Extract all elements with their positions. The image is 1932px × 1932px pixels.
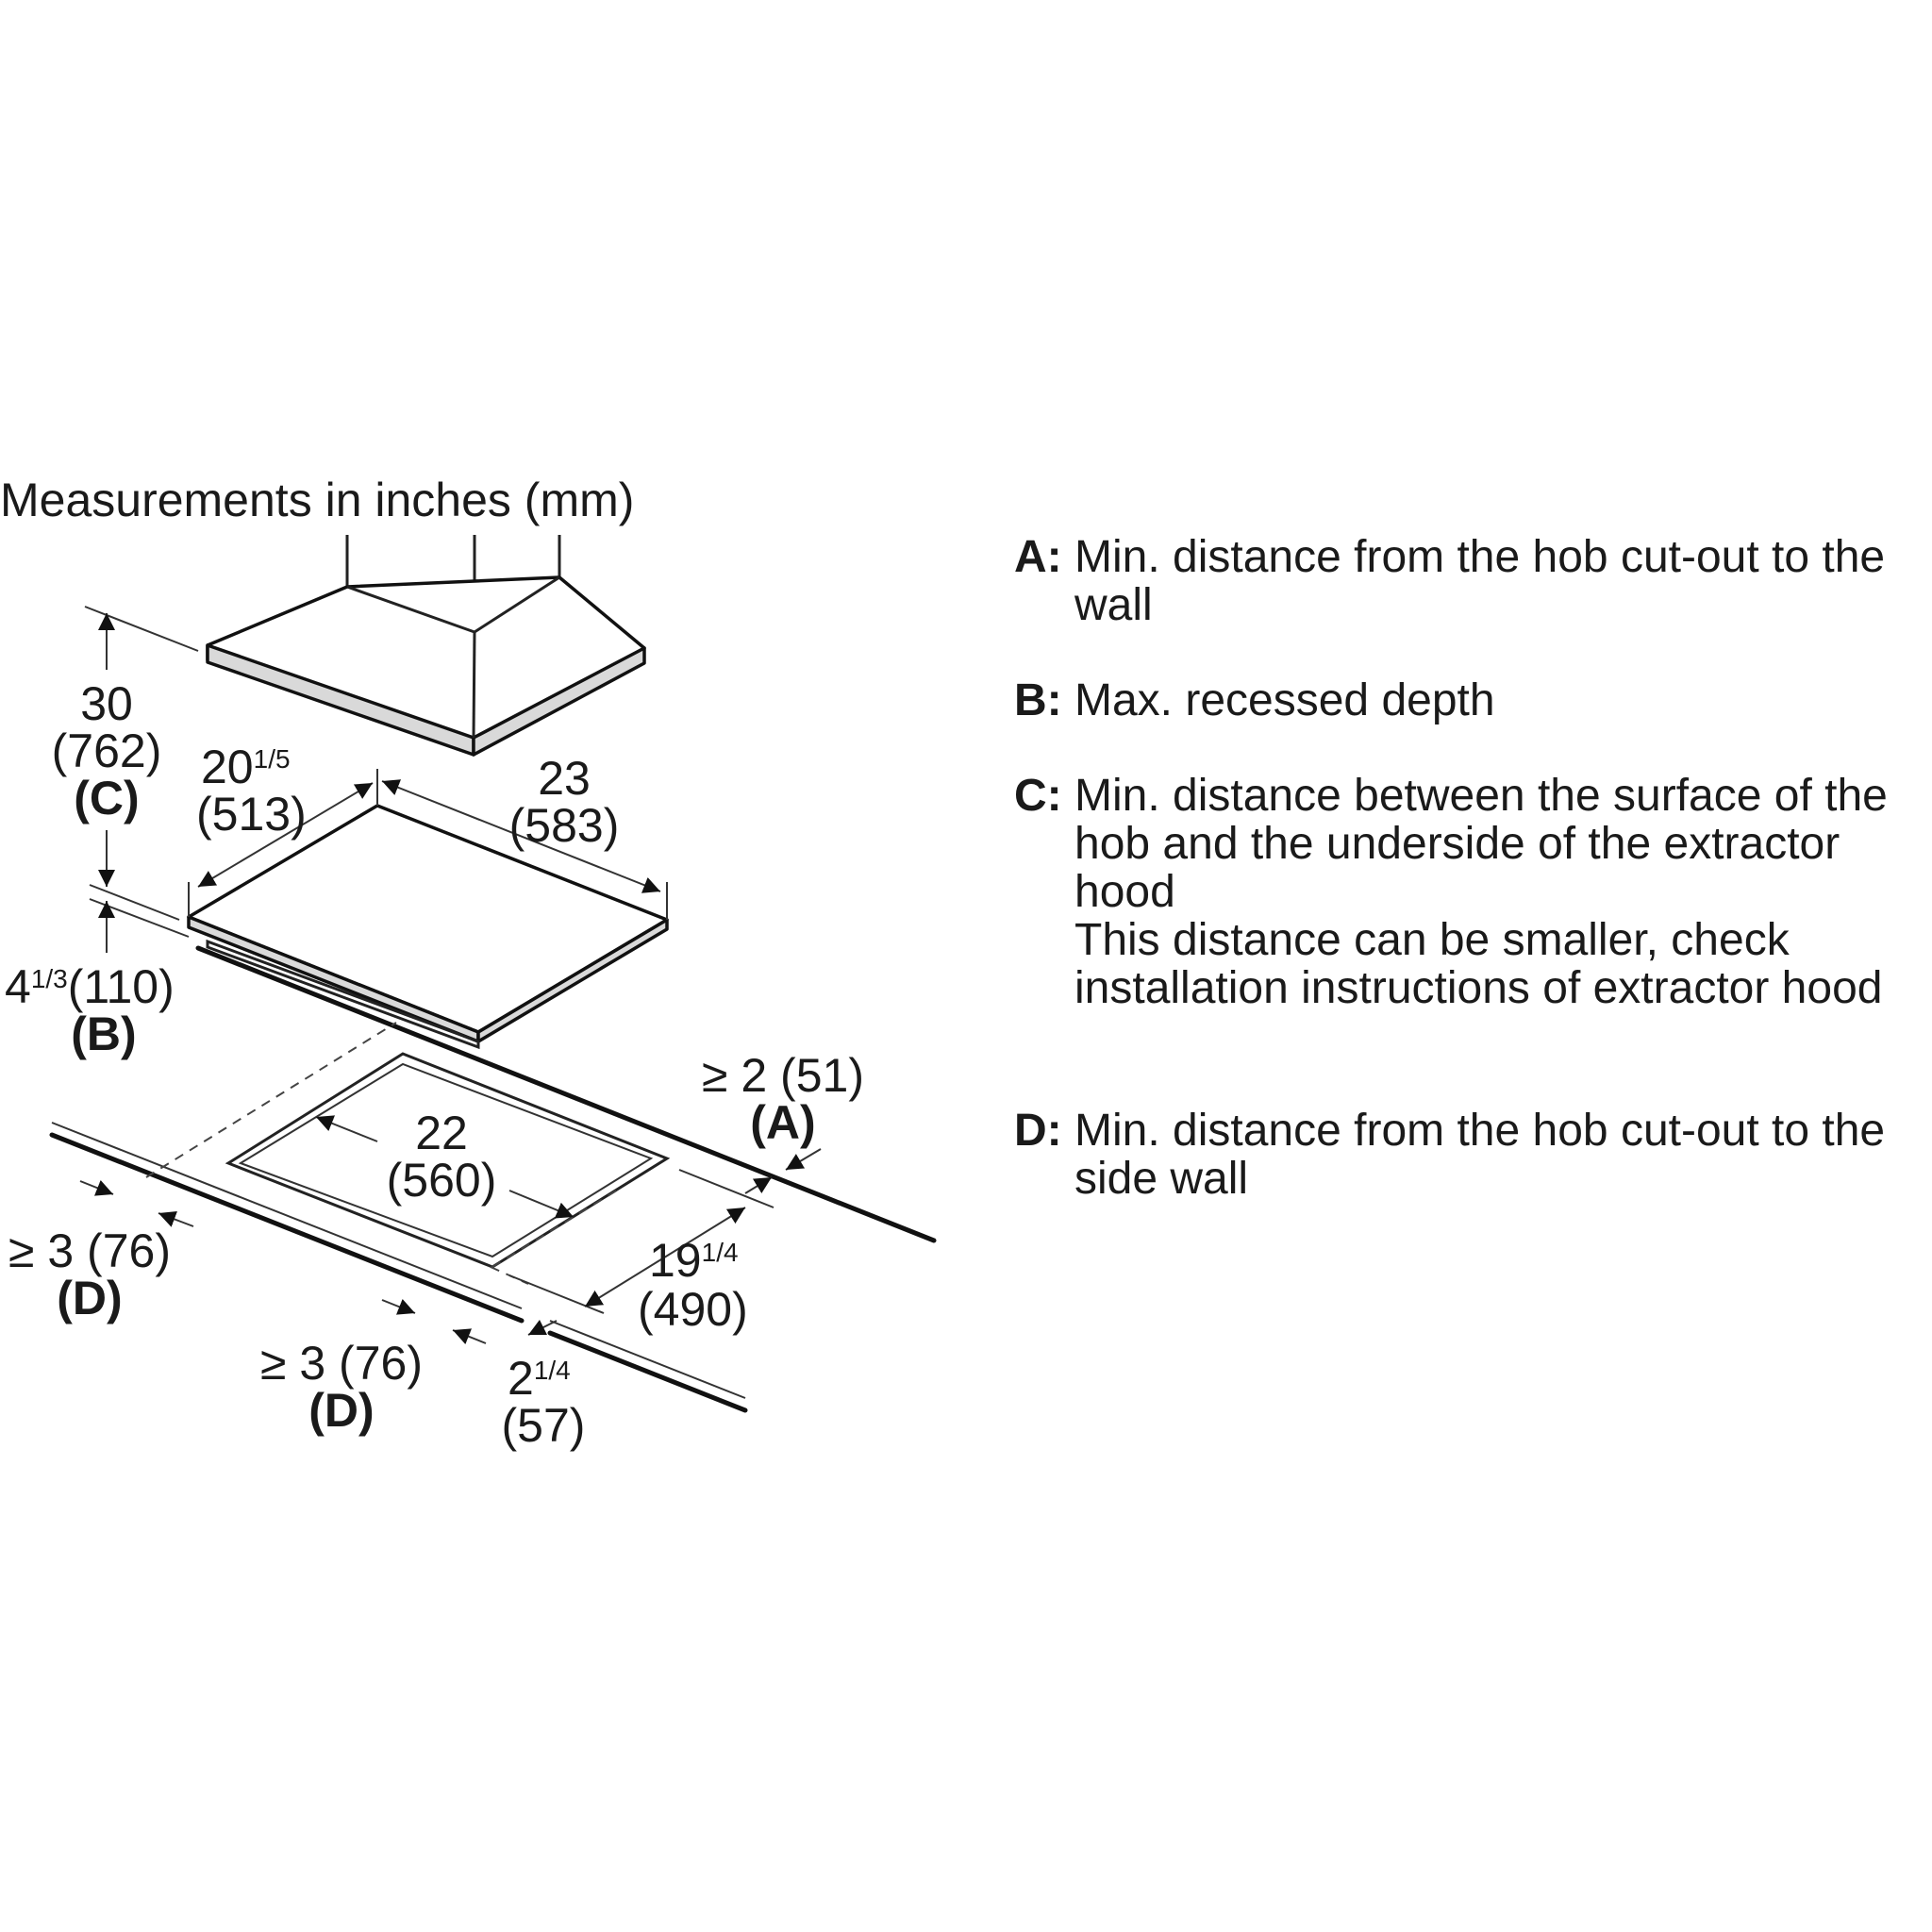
dim-a-value: ≥ 2 (51) xyxy=(702,1049,864,1102)
legend-text-c: Min. distance between the surface of the… xyxy=(1074,771,1888,917)
dim-a-key: (A) xyxy=(750,1096,815,1149)
dim-d-front-value: ≥ 3 (76) xyxy=(260,1337,423,1390)
dim-a-arrow-low xyxy=(744,1176,773,1194)
dim-c-inches: 30 xyxy=(80,677,133,730)
dim-front-inches: 21/4 xyxy=(508,1352,571,1405)
dim-a-arrow xyxy=(785,1148,822,1171)
legend-item-c: C: Min. distance between the surface of … xyxy=(1014,772,1920,1012)
legend-text-a: Min. distance from the hob cut-out to th… xyxy=(1074,532,1886,630)
extractor-hood xyxy=(206,535,646,757)
measurements-title: Measurements in inches (mm) xyxy=(0,474,634,526)
dim-d-front-key: (D) xyxy=(308,1384,374,1437)
legend-item-d: D: Min. distance from the hob cut-out to… xyxy=(1014,1107,1920,1203)
dim-d-front-arrow-a xyxy=(381,1298,416,1315)
dim-cut-width-arrow-right xyxy=(508,1190,575,1219)
dim-width-mm: (583) xyxy=(509,799,620,852)
dim-d-left-value: ≥ 3 (76) xyxy=(8,1224,171,1277)
dim-depth-mm: (513) xyxy=(196,788,307,841)
legend-key-b: B: xyxy=(1014,675,1062,725)
dim-depth-line xyxy=(197,782,374,888)
legend-key-c: C: xyxy=(1014,771,1062,821)
dim-d-front-arrow-b xyxy=(452,1328,487,1345)
dim-cut-depth-inches: 191/4 xyxy=(649,1234,739,1287)
legend-key-d: D: xyxy=(1014,1106,1062,1156)
dim-front-mm: (57) xyxy=(502,1399,586,1452)
dim-cut-width-mm: (560) xyxy=(387,1154,497,1207)
dim-d-left-arrow-b xyxy=(158,1210,194,1227)
legend-note-c: This distance can be smaller, check inst… xyxy=(1074,915,1883,1013)
legend-text-b: Max. recessed depth xyxy=(1074,675,1495,725)
dim-b-inches: 41/3(110) xyxy=(5,960,175,1013)
dim-front-arrow xyxy=(527,1319,558,1336)
dim-d-left-key: (D) xyxy=(57,1272,122,1324)
worktop-back-edge xyxy=(195,945,937,1243)
dim-cut-depth-line xyxy=(584,1207,746,1307)
dim-cut-width-inches: 22 xyxy=(415,1107,468,1159)
legend: A: Min. distance from the hob cut-out to… xyxy=(1014,533,1920,1250)
dim-depth-inches: 201/5 xyxy=(201,741,291,793)
dim-cut-depth-mm: (490) xyxy=(638,1283,748,1336)
legend-item-a: A: Min. distance from the hob cut-out to… xyxy=(1014,533,1920,629)
dim-c-mm: (762) xyxy=(52,724,162,777)
dim-d-left-arrow-a xyxy=(79,1179,114,1196)
legend-text-d: Min. distance from the hob cut-out to th… xyxy=(1074,1106,1886,1204)
dim-width-line xyxy=(381,779,661,893)
worktop-front-edge xyxy=(49,1132,525,1324)
dim-c-key: (C) xyxy=(74,772,139,824)
dim-width-inches: 23 xyxy=(538,752,591,805)
hob-cutout xyxy=(225,1052,671,1269)
dim-b-key: (B) xyxy=(71,1008,136,1060)
legend-item-b: B: Max. recessed depth xyxy=(1014,676,1920,724)
legend-key-a: A: xyxy=(1014,532,1062,582)
dim-cut-width-arrow-left xyxy=(315,1115,378,1142)
